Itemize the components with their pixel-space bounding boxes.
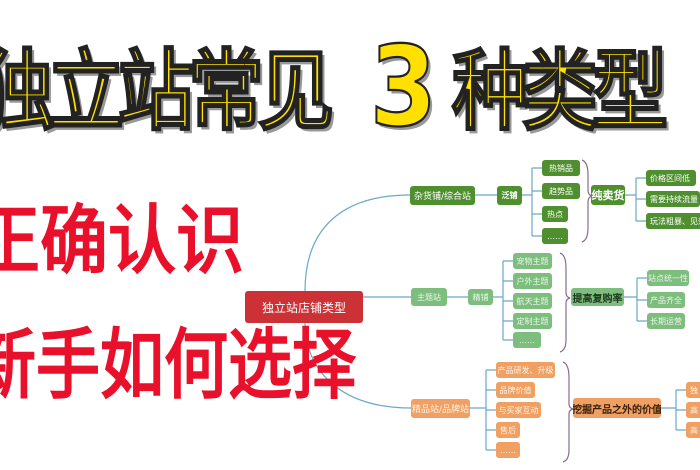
summary-node: 纯卖货 — [591, 185, 625, 205]
headline-number: 3 — [369, 22, 438, 152]
item-node: 售后 — [496, 422, 520, 438]
item-node: 与买家互动 — [496, 402, 541, 418]
mode-broad: 泛铺 — [497, 186, 522, 205]
item-node: 宠物主题 — [513, 253, 552, 269]
branch-brand-store: 精品站/品牌站 — [411, 399, 470, 418]
trait-node: 独 — [686, 382, 700, 398]
mode-fine: 精铺 — [468, 289, 493, 305]
trait-node: 长期运营 — [647, 313, 685, 329]
headline-correct-understanding: 正确认识 — [0, 198, 245, 286]
branch-general-store: 杂货铺/综合站 — [410, 186, 475, 205]
summary-node: 挖掘产品之外的价值 — [573, 398, 661, 418]
item-node: …… — [513, 332, 541, 348]
trait-node: 玩法粗暴、见效 — [646, 213, 700, 229]
headline-title-part1: 独立站常见 — [0, 39, 335, 143]
item-node: 航天主题 — [513, 293, 552, 309]
item-node: …… — [542, 228, 568, 244]
item-node: 热点 — [542, 206, 568, 222]
item-node: 定制主题 — [513, 313, 552, 329]
item-node: 品牌价值 — [496, 382, 535, 398]
item-node: 户外主题 — [513, 273, 552, 289]
trait-node: 价格区间低 — [646, 170, 696, 186]
branch-theme-store: 主题站 — [411, 288, 447, 306]
item-node: 产品研发、升级 — [496, 362, 555, 378]
summary-node: 提高复购率 — [571, 288, 624, 306]
trait-node: 高 — [686, 402, 700, 418]
headline-how-to-choose: 新手如何选择 — [0, 322, 356, 411]
headline-title-part2: 种类型 — [451, 39, 669, 143]
item-node: 趋势品 — [542, 183, 580, 199]
root-node: 独立站店铺类型 — [245, 291, 363, 323]
trait-node: 高 — [686, 422, 700, 438]
trait-node: 产品齐全 — [647, 292, 685, 308]
item-node: 热销品 — [542, 160, 580, 176]
trait-node: 站点统一性 — [647, 270, 689, 286]
trait-node: 需要持续流量 — [646, 191, 700, 207]
item-node: …… — [496, 442, 520, 458]
